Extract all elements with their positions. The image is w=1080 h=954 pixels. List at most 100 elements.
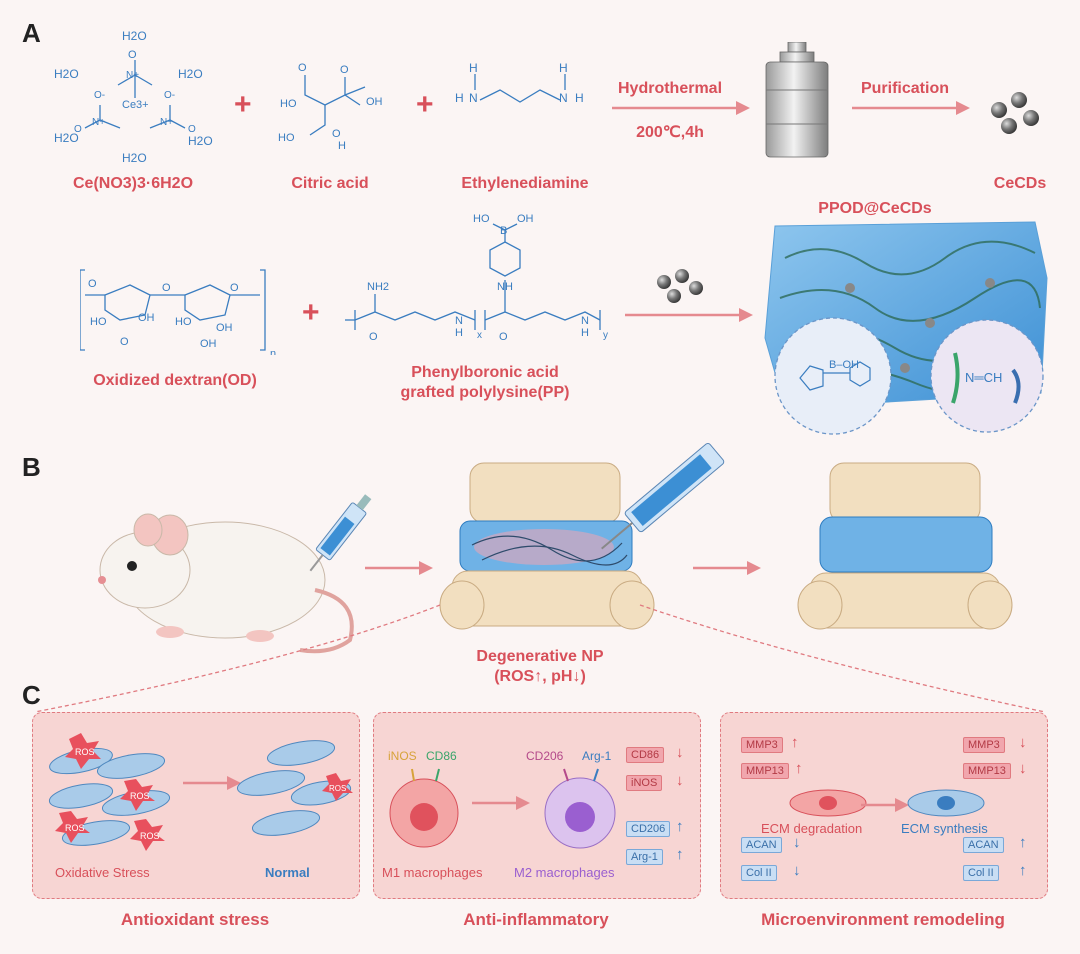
pp-h-2: H — [581, 327, 589, 339]
mmp3-tag-left: MMP3 — [741, 737, 783, 753]
arrow-box3 — [861, 798, 909, 812]
n-1: N+ — [126, 70, 139, 81]
mmp3-down-arrow: ↓ — [1019, 734, 1027, 751]
ce-nitrate-structure: H2O O N+ H2O H2O Ce3+ O- O- O N+ N+ O H2… — [54, 29, 213, 165]
pp-label-line-1: Phenylboronic acid — [411, 364, 559, 381]
citric-acid-structure: O HO O OH HO O H — [278, 62, 383, 152]
pp-o-1: O — [369, 331, 378, 343]
water-1: H2O — [122, 29, 147, 43]
od-ho-1: HO — [90, 316, 107, 328]
ros-1: ROS — [75, 747, 95, 757]
cd86-tag: CD86 — [626, 747, 665, 763]
syringe-disc-icon — [601, 442, 725, 550]
citric-o-2: O — [340, 64, 349, 76]
cd206-up-arrow: ↑ — [676, 818, 684, 835]
inos-tag: iNOS — [626, 775, 663, 791]
pp-h-1: H — [455, 327, 463, 339]
od-n: n — [270, 348, 276, 355]
mmp13-tag-right: MMP13 — [963, 763, 1011, 779]
ecm-synthesis-label: ECM synthesis — [901, 821, 988, 836]
panel-label-c: C — [22, 680, 41, 710]
normal-label: Normal — [265, 865, 310, 880]
pp-nh: NH — [497, 281, 513, 293]
pp-n-2: N — [581, 315, 589, 327]
o-3: O- — [164, 90, 175, 101]
oxidized-dextran-structure: O HO OH O O HO OH O OH n — [80, 269, 276, 355]
m1-macrophage — [389, 768, 459, 848]
arrow-box2 — [472, 796, 530, 810]
anti-inflammatory-box: iNOS CD86 CD206 Arg-1 M1 macrophages M2 … — [373, 712, 701, 899]
oxidative-stress-label: Oxidative Stress — [55, 865, 150, 880]
citric-o-3: O — [332, 128, 341, 140]
eda-n-2: N — [559, 91, 568, 105]
hydrothermal-arrow — [612, 101, 750, 115]
cd86-down-arrow: ↓ — [676, 744, 684, 761]
o-1: O — [128, 49, 137, 61]
col2-down-arrow: ↓ — [793, 862, 801, 879]
m1-label: M1 macrophages — [382, 865, 483, 880]
arg1-tag: Arg-1 — [626, 849, 663, 865]
od-oh-3: OH — [200, 338, 217, 350]
citric-h: H — [338, 140, 346, 152]
eda-h-1: H — [469, 61, 478, 75]
antioxidant-box: ROS ROS ROS ROS ROS Oxidative Stress Nor… — [32, 712, 360, 899]
acan-tag-right: ACAN — [963, 837, 1004, 853]
cd206-tag: CD206 — [626, 821, 671, 837]
mmp13-down-arrow: ↓ — [1019, 760, 1027, 777]
bond-boronate: B–OH — [829, 359, 859, 371]
remodeling-box: MMP3 ↑ MMP13 ↑ ACAN ↓ Col II ↓ ECM degra… — [720, 712, 1048, 899]
purification-arrow — [852, 101, 970, 115]
ce-ion: Ce3+ — [122, 99, 149, 111]
mmp13-tag-left: MMP13 — [741, 763, 789, 779]
mmp13-up-arrow: ↑ — [795, 760, 803, 777]
mmp3-up-arrow: ↑ — [791, 734, 799, 751]
water-3: H2O — [178, 67, 203, 81]
anti-inflammatory-caption: Anti-inflammatory — [463, 910, 609, 929]
arrow-box1 — [183, 776, 241, 790]
od-ho-2: HO — [175, 316, 192, 328]
syringe-icon — [309, 494, 372, 572]
zoom-lines — [34, 604, 1046, 713]
gel-formation-arrow — [625, 308, 753, 322]
acan-tag-left: ACAN — [741, 837, 782, 853]
degrading-cell — [789, 789, 867, 817]
hydrothermal-conditions: 200℃,4h — [636, 124, 704, 141]
mouse-illustration — [98, 513, 354, 654]
panel-label-a: A — [22, 18, 41, 48]
cd86-label: CD86 — [426, 749, 457, 763]
ros-5: ROS — [329, 784, 346, 793]
pp-x: x — [477, 330, 482, 341]
plus-sign-1: + — [234, 88, 252, 121]
citric-ho-2: HO — [278, 132, 295, 144]
ppod-hydrogel-block: B–OH N═CH — [764, 221, 1048, 435]
eda-h-3: H — [559, 61, 568, 75]
mmp3-tag-right: MMP3 — [963, 737, 1005, 753]
acan-up-arrow: ↑ — [1019, 834, 1027, 851]
n-2: N+ — [92, 117, 105, 128]
citric-o-1: O — [298, 62, 307, 74]
pp-n-1: N — [455, 315, 463, 327]
pp-structure: NH2 O N H x NH O N H y B HO OH — [345, 213, 608, 343]
degenerative-np-label: Degenerative NP — [476, 648, 604, 665]
pp-o-2: O — [499, 331, 508, 343]
m2-macrophage — [544, 768, 616, 849]
ros-4: ROS — [140, 831, 160, 841]
pp-ho: HO — [473, 213, 490, 225]
treatment-arrow — [693, 561, 761, 575]
inos-label: iNOS — [388, 749, 417, 763]
arg1-label: Arg-1 — [582, 749, 612, 763]
od-o-3: O — [162, 282, 171, 294]
antioxidant-caption: Antioxidant stress — [120, 910, 270, 929]
ecm-degradation-label: ECM degradation — [761, 821, 863, 836]
healthy-disc — [797, 462, 1013, 630]
plus-sign-2: + — [416, 88, 434, 121]
degenerative-disc — [439, 462, 655, 630]
od-oh-2: OH — [216, 322, 233, 334]
od-o-4: O — [230, 282, 239, 294]
degenerative-np-conditions: (ROS↑, pH↓) — [494, 668, 586, 685]
od-oh-1: OH — [138, 312, 155, 324]
col2-up-arrow: ↑ — [1019, 862, 1027, 879]
eda-h-2: H — [455, 91, 464, 105]
pp-label-line-2: grafted polylysine(PP) — [400, 384, 570, 401]
synthesizing-cell — [907, 789, 985, 817]
